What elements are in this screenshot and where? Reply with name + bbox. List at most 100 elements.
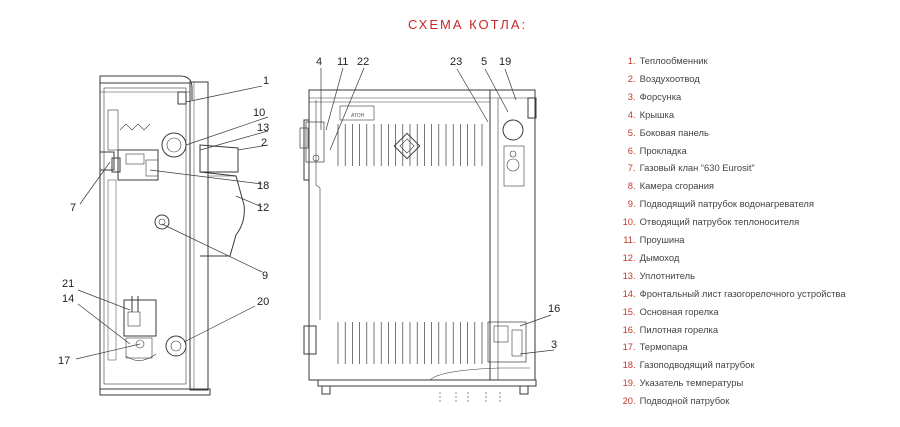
callout-labels: 1 10 13 2 18 7 12 9 21 14 20 17 4 11 22 … xyxy=(58,56,560,367)
callout-13: 13 xyxy=(257,122,269,134)
callout-12: 12 xyxy=(257,202,269,214)
legend-number: 10 xyxy=(622,216,633,228)
legend-number: 5 xyxy=(627,126,633,138)
legend-item: 20.Подводной патрубок xyxy=(622,395,730,407)
legend-number: 15 xyxy=(622,305,633,317)
legend-label: Термопара xyxy=(639,341,688,353)
water-inlet-port xyxy=(154,214,170,230)
legend-item: 19.Указатель температуры xyxy=(622,377,744,389)
callout-11: 11 xyxy=(337,56,348,68)
legend-number: 12 xyxy=(622,251,633,263)
callout-3: 3 xyxy=(551,339,557,351)
legend-label: Камера сгорания xyxy=(639,180,715,192)
legend-number: 6 xyxy=(627,144,633,156)
diagram-title: СХЕМА КОТЛА: xyxy=(408,17,528,32)
legend-number: 18 xyxy=(622,359,633,371)
legend-number: 20 xyxy=(622,395,633,407)
legend-label: Уплотнитель xyxy=(639,269,695,281)
legend-number: 2 xyxy=(627,72,633,84)
supply-pipe-port xyxy=(165,335,187,357)
legend-number: 16 xyxy=(622,323,633,335)
legend-item: 10.Отводящий патрубок теплоносителя xyxy=(622,216,800,228)
legend-item: 2.Воздухоотвод xyxy=(621,73,700,91)
legend-number: 1 xyxy=(627,55,633,66)
front-view-body xyxy=(308,89,536,381)
legend-item: 5.Боковая панель xyxy=(621,127,709,145)
legend-item: 14.Фронтальный лист газогорелочного устр… xyxy=(622,287,846,299)
legend-label: Фронтальный лист газогорелочного устройс… xyxy=(639,287,846,299)
legend-number: 7 xyxy=(627,162,633,174)
flue-duct xyxy=(199,144,239,173)
callout-16: 16 xyxy=(548,303,560,315)
legend-item: 1.Теплообменник xyxy=(621,55,708,73)
legend-item: 4.Крышка xyxy=(621,109,674,127)
legend-item: 18.Газоподводящий патрубок xyxy=(622,359,755,371)
legend-label: Боковая панель xyxy=(639,126,709,138)
legend-label: Подводящий патрубок водонагревателя xyxy=(639,198,814,210)
callout-18: 18 xyxy=(257,180,269,192)
legend-number: 3 xyxy=(627,90,633,102)
legend-item: 9.Подводящий патрубок водонагревателя xyxy=(621,198,814,216)
legend-label: Основная горелка xyxy=(639,305,719,317)
heat-exchanger-port xyxy=(161,132,187,158)
legend-number: 17 xyxy=(622,341,633,353)
callout-23: 23 xyxy=(450,56,462,68)
callout-20: 20 xyxy=(257,296,269,308)
legend-label: Теплообменник xyxy=(639,55,708,66)
legend-label: Крышка xyxy=(639,108,675,120)
temperature-indicator xyxy=(502,119,524,141)
legend-label: Пилотная горелка xyxy=(639,323,719,335)
pilot-burner xyxy=(487,321,527,363)
callout-10: 10 xyxy=(253,107,265,119)
legend-label: Подводной патрубок xyxy=(639,395,730,407)
legend-item: 11.Проушина xyxy=(621,234,685,252)
gas-valve xyxy=(117,149,159,181)
legend-item: 7.Газовый клан “630 Eurosit” xyxy=(621,162,755,180)
legend-label: Воздухоотвод xyxy=(639,72,700,84)
legend-label: Газовый клан “630 Eurosit” xyxy=(639,162,755,174)
legend-item: 13.Уплотнитель xyxy=(622,269,695,281)
legend-number: 14 xyxy=(622,287,633,299)
front-view xyxy=(299,89,537,404)
legend-number: 13 xyxy=(622,269,633,281)
legend-item: 15.Основная горелка xyxy=(622,305,719,317)
callout-14: 14 xyxy=(62,293,74,305)
legend-label: Дымоход xyxy=(639,251,680,263)
callout-22: 22 xyxy=(357,56,369,68)
side-panel xyxy=(189,81,209,391)
side-view-leaders xyxy=(75,85,269,360)
legend-item: 17.Термопара xyxy=(622,341,688,353)
legend-label: Газоподводящий патрубок xyxy=(639,359,755,371)
burner-front-sheet xyxy=(123,299,157,337)
brand-mark: АТОН xyxy=(351,113,365,119)
legend-number: 9 xyxy=(627,198,633,210)
legend-number: 8 xyxy=(627,180,633,192)
callout-1: 1 xyxy=(263,75,269,87)
callout-19: 19 xyxy=(499,56,511,68)
legend-label: Отводящий патрубок теплоносителя xyxy=(639,216,800,228)
callout-7: 7 xyxy=(70,202,76,214)
legend-number: 4 xyxy=(627,108,633,120)
legend-number: 11 xyxy=(623,234,633,245)
callout-5: 5 xyxy=(481,56,487,68)
legend-item: 6.Прокладка xyxy=(621,145,687,163)
callout-17: 17 xyxy=(58,355,70,367)
callout-2: 2 xyxy=(261,137,267,149)
legend-label: Форсунка xyxy=(639,90,682,102)
callout-9: 9 xyxy=(262,270,268,282)
legend-label: Прокладка xyxy=(639,144,687,156)
front-view-leaders xyxy=(320,67,555,355)
legend-item: 12.Дымоход xyxy=(622,251,680,263)
legend-number: 19 xyxy=(622,377,633,389)
legend-item: 3.Форсунка xyxy=(621,91,681,109)
legend-item: 16.Пилотная горелка xyxy=(622,323,719,335)
callout-4: 4 xyxy=(316,56,322,68)
legend-item: 8.Камера сгорания xyxy=(621,180,714,198)
legend-label: Указатель температуры xyxy=(639,377,744,389)
callout-21: 21 xyxy=(62,278,74,290)
brand-diamond-icon xyxy=(393,132,421,160)
side-view xyxy=(99,75,245,396)
legend-label: Проушина xyxy=(639,234,685,245)
